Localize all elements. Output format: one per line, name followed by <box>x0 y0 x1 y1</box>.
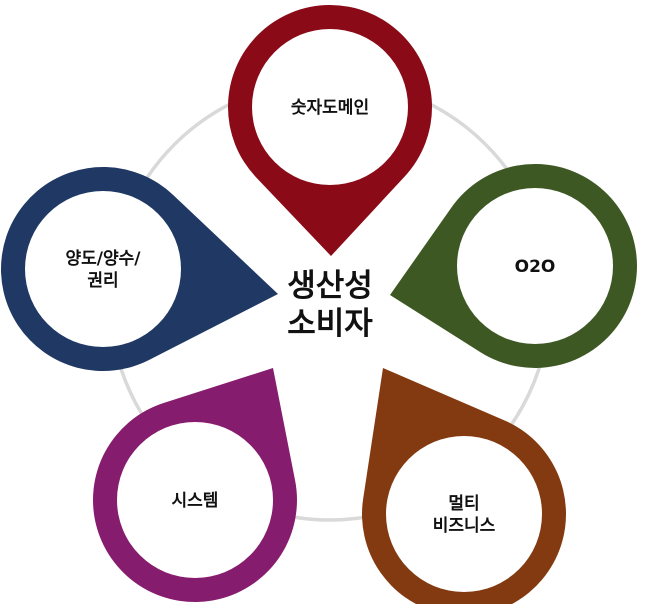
pin-inner-circle <box>457 188 613 344</box>
pin-label-bottom-right: 비즈니스 <box>433 516 496 536</box>
pin-top: 숫자도메인 <box>228 4 433 256</box>
center-title-line: 소비자 <box>287 306 373 342</box>
pin-label-left: 권리 <box>87 271 118 291</box>
pin-label-top: 숫자도메인 <box>291 98 369 118</box>
pin-inner-circle <box>252 29 408 185</box>
pin-label-bottom-left: 시스템 <box>172 491 219 511</box>
pin-left: 양도/양수/권리 <box>0 166 279 371</box>
center-title-line: 생산성 <box>287 268 373 304</box>
pin-inner-circle <box>25 191 181 347</box>
pin-label-right: O2O <box>515 257 556 277</box>
pin-label-bottom-right: 멀티 <box>448 493 479 514</box>
pin-label-left: 양도/양수/ <box>66 249 142 269</box>
pin-inner-circle <box>117 422 273 578</box>
pin-bottom-left: 시스템 <box>92 368 297 603</box>
pin-inner-circle <box>386 436 542 592</box>
pin-right: O2O <box>390 163 637 368</box>
